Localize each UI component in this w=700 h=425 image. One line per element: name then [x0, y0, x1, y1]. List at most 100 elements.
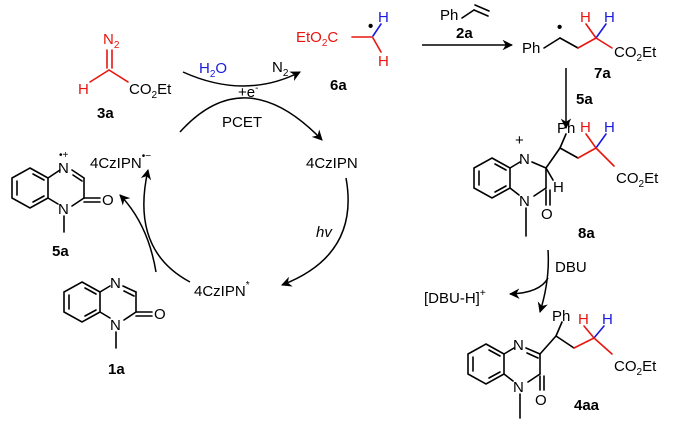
compound-5a: N •+ O N 5a [11, 150, 114, 260]
atom-h-blue: H [378, 9, 389, 26]
bond-ph-c [543, 37, 561, 49]
catalyst-anion: 4CzIPN•− [90, 151, 151, 172]
ring-inner-bond [32, 195, 45, 203]
product-n2: N2 [272, 59, 289, 79]
atom-n4: N [513, 337, 524, 354]
arrow-to-4aa [537, 249, 550, 314]
bond-ch2-ch2 [577, 147, 597, 159]
reagent-water: H2O [199, 60, 227, 80]
step-label-5a: 5a [576, 91, 593, 108]
group-ph: Ph [552, 308, 570, 325]
compound-4aa: N O N Ph H H CO2Et 4aa [467, 308, 657, 419]
bond-c-h-red [372, 37, 382, 53]
bond-n1 [509, 187, 520, 196]
bond-n4 [509, 161, 521, 169]
atom-h-red: H [580, 9, 591, 26]
bond-c-ester [595, 37, 613, 49]
bond-n1 [99, 311, 111, 319]
atom-h-blue: H [604, 119, 615, 136]
photocatalytic-cycle: H2O N2 +e- PCET 4CzIPN•− 4CzIPN 4CzIPN* … [90, 59, 358, 300]
ring-inner-bond [494, 185, 507, 193]
atom-o: O [102, 192, 114, 209]
byproduct-dbuh: [DBU-H]+ [424, 288, 486, 307]
catalyst-ground: 4CzIPN [306, 155, 358, 172]
label-7a: 7a [594, 65, 611, 82]
bond-n4 [503, 347, 515, 355]
electron-label: +e- [238, 83, 258, 101]
atom-n4: N [110, 275, 121, 292]
bond-ch2-ch2 [573, 337, 595, 349]
bond-n4-c3 [525, 347, 541, 355]
group-eto2c: EtO2C [296, 29, 338, 49]
bond-c3 [122, 285, 137, 293]
radical-cation-mark: •+ [59, 150, 69, 161]
catalyst-excited: 4CzIPN* [194, 280, 250, 300]
atom-n4: N [519, 151, 530, 168]
arrow-hv [281, 177, 349, 287]
compound-1a: N O N 1a [63, 275, 166, 378]
bond-n4-c3 [531, 161, 547, 169]
bond-c2-n1 [527, 373, 541, 383]
atom-o: O [541, 206, 553, 223]
arrow-water-to-n2 [182, 71, 301, 87]
compound-8a: N + H O N Ph H H CO2Et 8a [473, 119, 659, 242]
label-5a: 5a [52, 243, 69, 260]
ring-inner-bond [32, 173, 45, 181]
ring-inner-bond [84, 309, 97, 317]
bond-c-h-blue [595, 133, 607, 149]
compound-3a: N2 H CO2Et 3a [78, 31, 172, 122]
bond-n1 [503, 373, 514, 382]
atom-n1: N [58, 201, 69, 218]
group-ph: Ph [557, 120, 575, 137]
label-8a: 8a [578, 225, 595, 242]
reagent-dbu: DBU [555, 259, 587, 276]
ring-inner-bond [84, 287, 97, 295]
group-co2et: CO2Et [614, 358, 657, 378]
compound-6a: EtO2C • H H 6a [296, 9, 389, 94]
bond-ch-ch2 [555, 335, 575, 349]
reagent-2a: Ph 2a [422, 4, 514, 51]
bond-c-ch2 [559, 37, 579, 49]
atom-h-red: H [578, 311, 589, 328]
group-co2et: CO2Et [616, 170, 659, 190]
bond-c2-n1 [533, 187, 547, 197]
label-3a: 3a [97, 105, 114, 122]
ring-inner-bond [488, 371, 501, 379]
bond-c-ester [595, 147, 615, 167]
bond-ch-ch2 [559, 147, 579, 159]
radical-dot: • [557, 19, 562, 36]
bond-c-h-blue [593, 325, 605, 339]
group-co2et: CO2Et [129, 81, 172, 101]
atom-h-red: H [378, 53, 389, 70]
compound-7a: Ph • H H CO2Et 7a [522, 9, 657, 82]
bond-c3-double [123, 290, 135, 297]
bond-c3 [71, 169, 85, 179]
arrow-to-5a [119, 194, 157, 273]
bond-c3-double [72, 174, 83, 182]
bond-c3-h [545, 167, 554, 181]
arrow-quench [140, 168, 191, 283]
bond-c-h-red [585, 133, 597, 149]
bond-n4 [99, 285, 111, 293]
ring-inner-bond [488, 349, 501, 357]
atom-n1: N [110, 317, 121, 334]
bond-c-ph [559, 133, 567, 149]
atom-h-blue: H [604, 9, 615, 26]
cation-mark: + [515, 132, 524, 149]
label-2a: 2a [456, 25, 473, 42]
atom-h: H [78, 81, 89, 98]
bond-c3-chph [545, 147, 561, 169]
bond-c-ph [555, 321, 563, 337]
atom-h-red: H [580, 119, 591, 136]
bond-c-h-red [583, 325, 595, 339]
bond-c-h-red [585, 23, 597, 39]
atom-o: O [154, 306, 166, 323]
dbu-step: DBU [DBU-H]+ [424, 249, 587, 314]
bond-n4-c3-double [526, 352, 539, 359]
bond-c2-n1 [71, 197, 85, 207]
label-6a: 6a [330, 77, 347, 94]
bond-n1 [47, 197, 59, 205]
bond-n4 [47, 169, 61, 179]
bond-c-ester [593, 337, 613, 355]
